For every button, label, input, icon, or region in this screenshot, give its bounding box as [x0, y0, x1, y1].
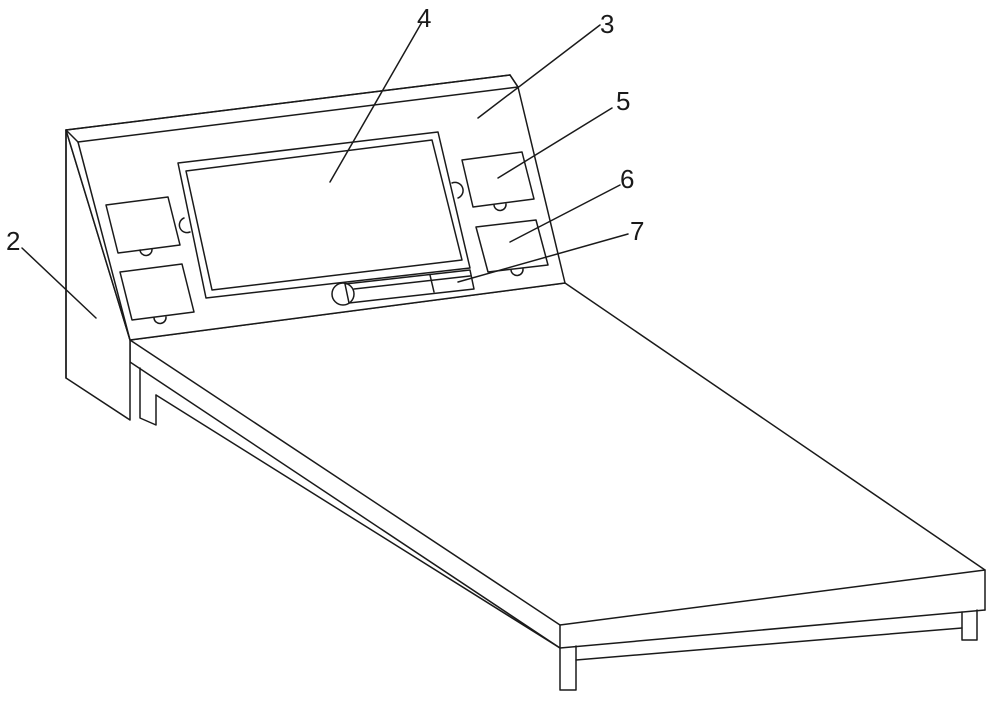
bed-top-surface — [129, 282, 986, 626]
callout-5: 5 — [616, 86, 630, 116]
slider-knob — [331, 282, 355, 306]
callout-6: 6 — [620, 164, 634, 194]
left-control-box-lower — [119, 263, 195, 325]
leader-line-7 — [457, 233, 629, 283]
control-box-6 — [475, 219, 549, 277]
display-screen — [177, 131, 471, 299]
leader-line-6 — [509, 184, 621, 243]
callout-2: 2 — [6, 226, 20, 256]
leader-line-3 — [477, 24, 601, 119]
bed-leg-front-left — [559, 645, 577, 691]
leader-line-2 — [21, 247, 97, 319]
leader-lines — [21, 21, 629, 319]
callout-7: 7 — [630, 216, 644, 246]
slider-track — [331, 269, 475, 306]
bed-leg-front-right — [961, 609, 978, 641]
leader-line-5 — [497, 107, 613, 179]
bed-leg-back-left — [139, 367, 157, 426]
callout-4: 4 — [417, 3, 431, 33]
leader-line-4 — [329, 21, 423, 183]
left-control-box-upper — [105, 196, 181, 257]
bed-platform — [129, 282, 986, 691]
control-box-5 — [461, 151, 535, 212]
headboard-panel — [65, 74, 566, 341]
callout-3: 3 — [600, 9, 614, 39]
